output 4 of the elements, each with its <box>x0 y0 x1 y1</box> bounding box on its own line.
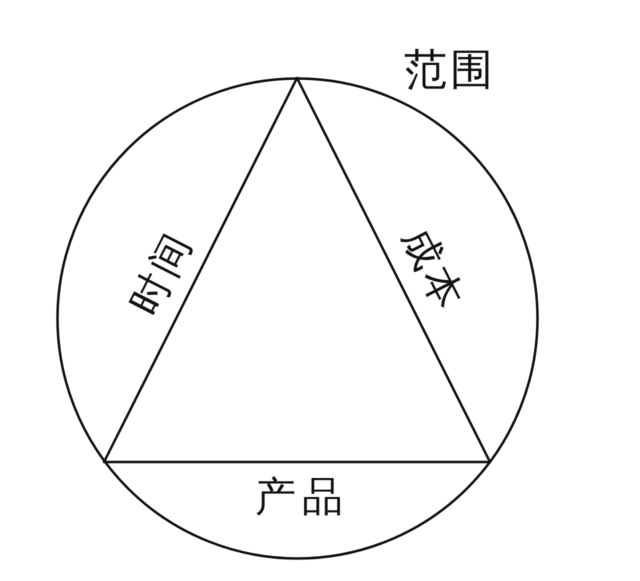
circle-label: 范围 <box>404 49 496 92</box>
side-label: 成本 <box>395 222 471 318</box>
side-label: 时间 <box>124 224 200 322</box>
base-label: 产品 <box>255 476 349 518</box>
